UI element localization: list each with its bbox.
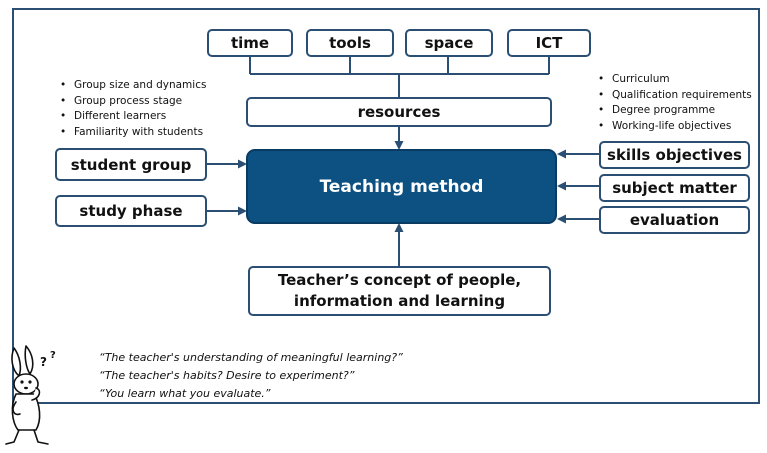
resource-box-space: space (405, 29, 493, 57)
bullet-item: Familiarity with students (58, 125, 206, 141)
teacher-concept-line1: Teacher’s concept of people, (277, 271, 522, 289)
quote-line: “The teacher's understanding of meaningf… (99, 351, 403, 364)
bullet-item: Working-life objectives (596, 119, 752, 135)
teacher-concept-box: Teacher’s concept of people, information… (248, 266, 551, 316)
objectives-bullets: Curriculum Qualification requirements De… (596, 72, 752, 134)
resource-label-ict: ICT (535, 34, 563, 52)
bullet-item: Degree programme (596, 103, 752, 119)
teacher-quotes: “The teacher's understanding of meaningf… (99, 349, 403, 403)
study-phase-label: study phase (79, 202, 183, 220)
resources-box: resources (246, 97, 552, 127)
resource-label-space: space (424, 34, 474, 52)
teaching-method-box: Teaching method (246, 149, 557, 224)
bullet-item: Different learners (58, 109, 206, 125)
teaching-method-label: Teaching method (319, 176, 484, 197)
quote-line: “You learn what you evaluate.” (99, 387, 271, 400)
resource-label-tools: tools (329, 34, 371, 52)
svg-text:?: ? (40, 355, 47, 369)
evaluation-label: evaluation (629, 211, 720, 229)
student-group-label: student group (70, 155, 192, 174)
resource-box-time: time (207, 29, 293, 57)
teacher-concept-line2: information and learning (293, 292, 506, 310)
skills-objectives-box: skills objectives (599, 141, 750, 169)
bullet-item: Group process stage (58, 94, 206, 110)
bullet-item: Qualification requirements (596, 88, 752, 104)
bullet-item: Group size and dynamics (58, 78, 206, 94)
subject-matter-box: subject matter (599, 174, 750, 202)
resources-label: resources (357, 103, 441, 121)
svg-text:?: ? (50, 350, 56, 361)
evaluation-box: evaluation (599, 206, 750, 234)
resource-label-time: time (230, 34, 270, 52)
resource-box-ict: ICT (507, 29, 591, 57)
diagram-frame (12, 8, 760, 404)
student-group-bullets: Group size and dynamics Group process st… (58, 78, 206, 140)
thinking-rabbit-illustration: ? ? (5, 345, 56, 445)
quote-line: “The teacher's habits? Desire to experim… (99, 369, 355, 382)
bullet-item: Curriculum (596, 72, 752, 88)
skills-objectives-label: skills objectives (607, 146, 742, 164)
resource-box-tools: tools (306, 29, 394, 57)
subject-matter-label: subject matter (612, 179, 737, 197)
study-phase-box: study phase (55, 195, 207, 227)
student-group-box: student group (55, 148, 207, 181)
